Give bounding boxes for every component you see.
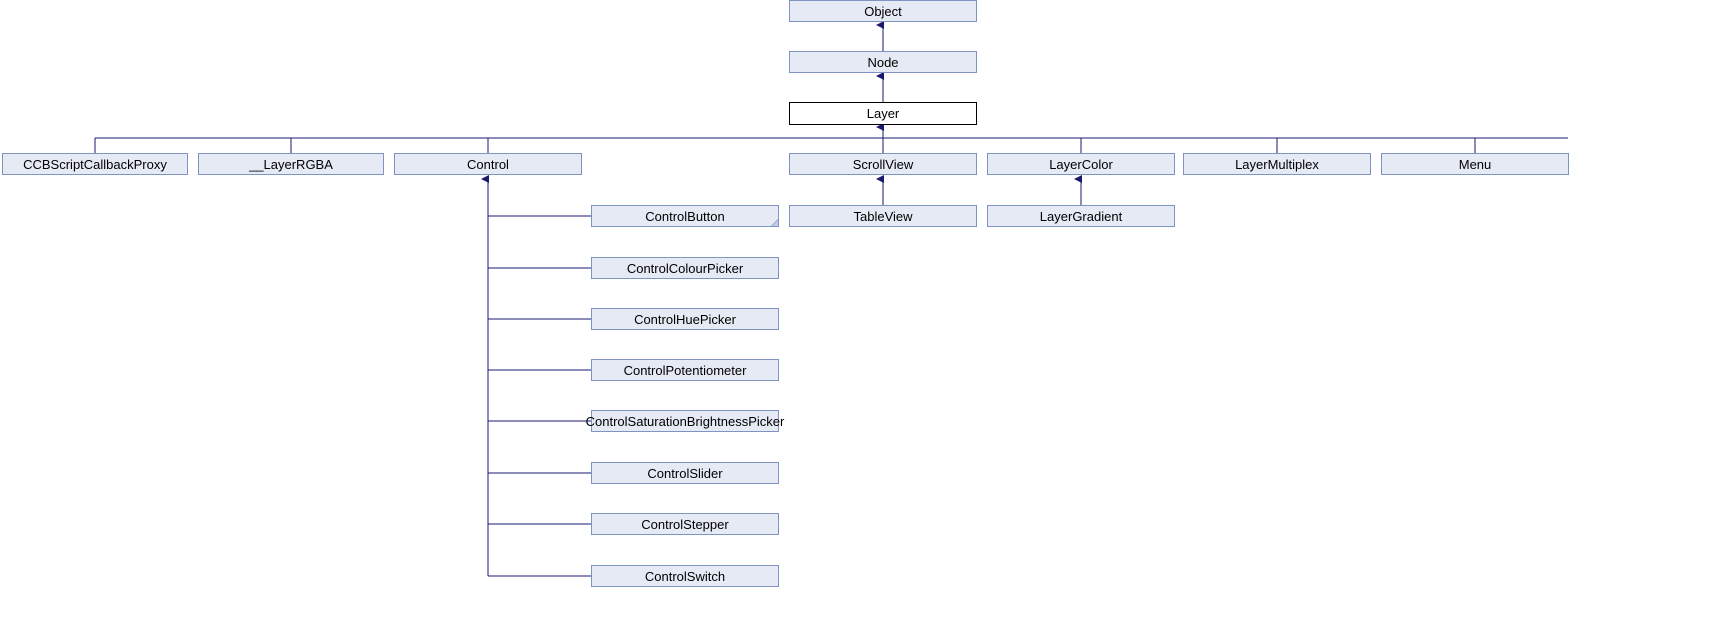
- class-node-scrollview[interactable]: ScrollView: [789, 153, 977, 175]
- class-node-label: Control: [467, 156, 509, 172]
- class-node-ctrlbutton[interactable]: ControlButton: [591, 205, 779, 227]
- class-node-layergrad[interactable]: LayerGradient: [987, 205, 1175, 227]
- class-node-ctrlswitch[interactable]: ControlSwitch: [591, 565, 779, 587]
- class-node-layercolor[interactable]: LayerColor: [987, 153, 1175, 175]
- class-node-label: Layer: [866, 106, 900, 121]
- class-node-ctrlstepper[interactable]: ControlStepper: [591, 513, 779, 535]
- class-node-label: Object: [864, 3, 902, 19]
- class-node-label: Node: [867, 54, 899, 70]
- class-node-label: ControlColourPicker: [626, 260, 744, 276]
- class-node-ctrlsat[interactable]: ControlSaturationBrightnessPicker: [586, 410, 784, 432]
- class-node-label: ControlButton: [645, 208, 725, 224]
- class-node-label: LayerMultiplex: [1235, 156, 1319, 172]
- class-node-layerrgba[interactable]: __LayerRGBA: [198, 153, 384, 175]
- class-node-ctrlslider[interactable]: ControlSlider: [591, 462, 779, 484]
- class-node-layermux[interactable]: LayerMultiplex: [1183, 153, 1371, 175]
- class-node-control[interactable]: Control: [394, 153, 582, 175]
- class-node-layer[interactable]: Layer: [789, 102, 977, 125]
- class-node-label: LayerColor: [1049, 156, 1113, 172]
- class-node-label: __LayerRGBA: [249, 156, 333, 172]
- class-node-menu[interactable]: Menu: [1381, 153, 1569, 175]
- class-node-object[interactable]: Object: [789, 0, 977, 22]
- class-node-label: ControlSwitch: [644, 568, 726, 584]
- class-node-ccbproxy[interactable]: CCBScriptCallbackProxy: [2, 153, 188, 175]
- class-node-ctrlcolour[interactable]: ControlColourPicker: [591, 257, 779, 279]
- class-node-label: LayerGradient: [1039, 208, 1123, 224]
- class-node-label: ControlSlider: [647, 465, 723, 481]
- class-node-label: ScrollView: [852, 156, 914, 172]
- class-node-ctrlhue[interactable]: ControlHuePicker: [591, 308, 779, 330]
- class-node-label: CCBScriptCallbackProxy: [23, 156, 167, 172]
- class-node-ctrlpot[interactable]: ControlPotentiometer: [591, 359, 779, 381]
- class-node-label: TableView: [853, 208, 913, 224]
- class-node-label: ControlPotentiometer: [623, 362, 747, 378]
- class-node-tableview[interactable]: TableView: [789, 205, 977, 227]
- class-node-label: ControlSaturationBrightnessPicker: [585, 413, 785, 429]
- class-node-label: ControlStepper: [641, 516, 729, 532]
- class-node-label: Menu: [1458, 156, 1492, 172]
- class-node-node[interactable]: Node: [789, 51, 977, 73]
- class-node-label: ControlHuePicker: [634, 311, 736, 327]
